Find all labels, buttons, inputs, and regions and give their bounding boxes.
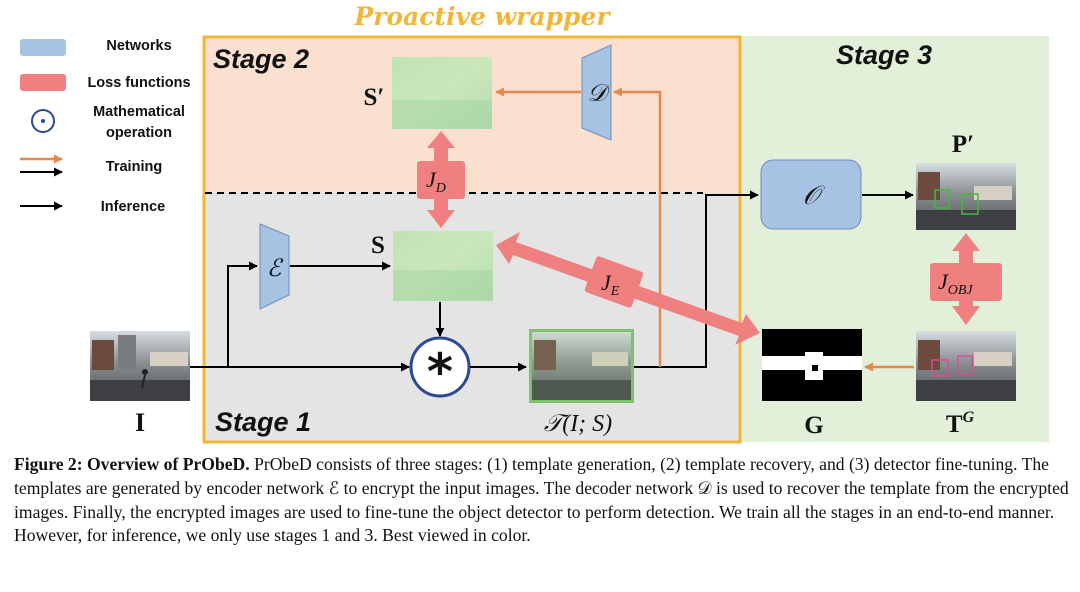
caption-text: PrObeD consists of three stages: (1) tem… <box>14 454 1069 546</box>
legend-operation-dot <box>41 119 45 123</box>
gt-image-label-sup: G <box>963 409 975 426</box>
jd-label: J <box>426 167 437 192</box>
stage2-label: Stage 2 <box>213 44 309 74</box>
multiply-operation <box>409 336 471 398</box>
gt-image <box>916 331 1016 401</box>
proactive-wrapper-frame <box>202 35 742 444</box>
prediction-image <box>916 163 1016 230</box>
figure-caption: Figure 2: Overview of PrObeD. PrObeD con… <box>14 453 1070 548</box>
encoder-network <box>259 223 290 310</box>
svg-text:JD: JD <box>426 167 446 196</box>
template-label: S <box>371 232 385 259</box>
input-label: I <box>135 408 145 437</box>
svg-text:JOBJ: JOBJ <box>938 269 973 298</box>
svg-text:JE: JE <box>601 270 620 299</box>
input-image <box>90 331 190 401</box>
loss-je: JE <box>496 232 760 345</box>
stage1-label: Stage 1 <box>215 407 311 437</box>
loss-jd: JD <box>417 131 465 228</box>
encoder-label: ℰ <box>267 256 284 282</box>
encrypted-image-label: 𝒯(I; S) <box>544 411 612 437</box>
stage3-label: Stage 3 <box>836 40 932 70</box>
legend-math-line1: Mathematical <box>93 104 185 120</box>
gt-image-label-text: T <box>946 411 963 438</box>
legend-network-swatch <box>20 39 66 56</box>
gt-box-label: G <box>804 412 823 439</box>
legend-loss-swatch <box>20 74 66 91</box>
legend-loss-functions: Loss functions <box>87 75 190 91</box>
legend-inference: Inference <box>101 199 165 215</box>
caption-label: Figure 2: Overview of PrObeD. <box>14 454 250 474</box>
decoder-network <box>581 44 612 141</box>
prediction-label: P′ <box>952 131 974 158</box>
jobj-label: J <box>938 269 949 294</box>
jd-sub: D <box>435 181 446 196</box>
gt-box-map <box>762 329 862 401</box>
recovered-template-label: S′ <box>364 84 385 111</box>
operation-symbol: * <box>427 343 453 401</box>
legend-training: Training <box>106 159 162 175</box>
legend-math-line2: operation <box>106 125 172 141</box>
jobj-sub: OBJ <box>948 283 974 298</box>
wrapper-title: Proactive wrapper <box>353 2 611 31</box>
legend-operation-icon <box>31 109 55 133</box>
legend-networks: Networks <box>106 38 171 54</box>
flow-input-to-encoder <box>227 261 258 367</box>
encrypted-image <box>532 332 631 400</box>
je-label: J <box>601 270 612 295</box>
flow-encrypted-to-detector <box>634 190 759 368</box>
overview-figure: Proactive wrapper Stage 2 Stage 1 Stage … <box>20 2 1049 444</box>
detector-network <box>760 159 862 230</box>
flow-encrypted-to-decoder <box>613 87 662 367</box>
loss-jobj: JOBJ <box>930 233 1002 325</box>
je-sub: E <box>610 284 620 299</box>
gt-image-label: TG <box>946 409 975 438</box>
